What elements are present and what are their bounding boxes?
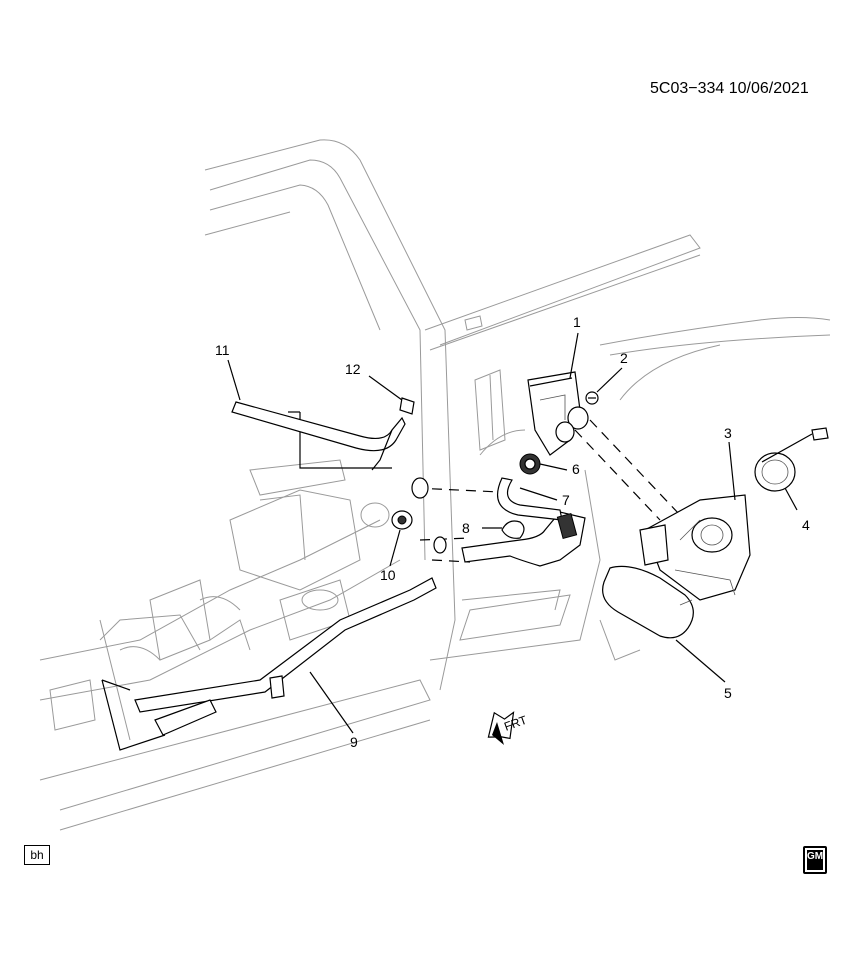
vapor-tube (231, 401, 406, 471)
connection-lines (414, 419, 681, 563)
callout-6: 6 (572, 461, 580, 477)
filler-pipe (461, 477, 586, 567)
callout-7: 7 (562, 492, 570, 508)
grommet (519, 453, 541, 475)
callout-10: 10 (380, 567, 396, 583)
seal-ring (501, 520, 525, 539)
front-arrow-label: FRT (502, 713, 529, 734)
fuel-cap (754, 427, 829, 492)
callout-labels: 1 2 3 4 5 6 7 8 9 10 11 12 (215, 314, 810, 750)
gm-logo-bar (807, 864, 823, 870)
callout-9: 9 (350, 734, 358, 750)
leader-lines (227, 332, 798, 734)
callout-5: 5 (724, 685, 732, 701)
document-code: 5C03−334 10/06/2021 (650, 80, 809, 97)
front-arrow: FRT (487, 711, 529, 745)
illustration-code-badge: bh (24, 845, 50, 865)
callout-3: 3 (724, 425, 732, 441)
filler-housing (639, 494, 751, 601)
callout-12: 12 (345, 361, 361, 377)
fuel-door (602, 565, 694, 639)
gm-logo: GM (803, 846, 827, 874)
callout-11: 11 (215, 342, 230, 358)
callout-1: 1 (573, 314, 581, 330)
bracket-fittings (555, 406, 589, 443)
screw (585, 391, 599, 405)
clip (399, 397, 415, 415)
callout-8: 8 (462, 520, 470, 536)
filler-hose (101, 577, 437, 751)
pillar-fittings (411, 477, 447, 554)
hose-clamp (391, 510, 413, 530)
gm-logo-mark: GM (807, 850, 824, 864)
callout-4: 4 (802, 517, 810, 533)
callout-2: 2 (620, 350, 628, 366)
